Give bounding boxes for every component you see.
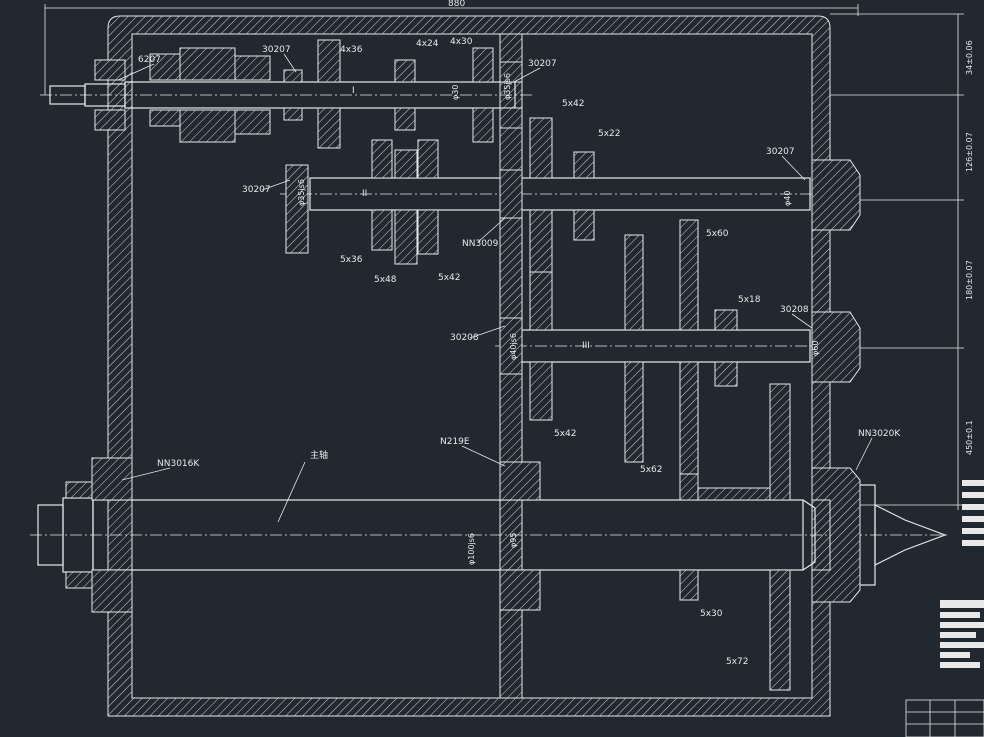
title-block <box>905 480 984 737</box>
diameter-d60-iii: φ60 <box>811 341 820 356</box>
diameter-d35-ii: φ35js6 <box>297 179 306 206</box>
gear-5x30-label: 5x30 <box>700 609 723 619</box>
bearing-30208-a-label: 30208 <box>780 305 809 315</box>
dim-label-1: 34±0.06 <box>965 40 974 75</box>
gear-5x72-label: 5x72 <box>726 657 749 667</box>
callouts: 6207 30207 4x36 4x24 4x30 30207 5x42 5x2… <box>117 37 901 667</box>
gear-5x60-label: 5x60 <box>706 229 729 239</box>
top-dimension: 880 <box>44 0 859 95</box>
gear-5x42a-label: 5x42 <box>562 99 585 109</box>
bearing-n219e-label: N219E <box>440 437 470 447</box>
shaft-iii: III φ40js6 φ60 <box>495 219 861 475</box>
shaft-i-label: I <box>352 86 355 96</box>
gear-5x48-label: 5x48 <box>374 275 397 285</box>
shaft-iii-label: III <box>582 341 590 351</box>
bearing-nn3009-label: NN3009 <box>462 239 499 249</box>
bearing-30207-a-label: 30207 <box>262 45 291 55</box>
gear-4x36-label: 4x36 <box>340 45 363 55</box>
diameter-d40-iii: φ40js6 <box>509 333 518 360</box>
diameter-d35-i: φ35js6 <box>503 73 512 100</box>
bearing-30207-c-label: 30207 <box>242 185 271 195</box>
shaft-ii-label: II <box>362 189 367 199</box>
main-spindle: 主轴 φ100js6 φ95 <box>30 383 950 691</box>
bearing-30207-d-label: 30207 <box>766 147 795 157</box>
bearing-6207-label: 6207 <box>138 55 161 65</box>
gear-4x30-label: 4x30 <box>450 37 473 47</box>
dim-label-3: 180±0.07 <box>965 260 974 300</box>
bearing-30207-b-label: 30207 <box>528 59 557 69</box>
dim-label-4: 450±0.1 <box>965 420 974 455</box>
gear-5x36-label: 5x36 <box>340 255 363 265</box>
gear-5x42c-label: 5x42 <box>554 429 577 439</box>
bearing-nn3016k-label: NN3016K <box>157 459 200 469</box>
shaft-ii: II φ35js6 φ40 <box>280 117 861 273</box>
overall-width-label: 880 <box>448 0 465 9</box>
diameter-d30-i: φ30 <box>451 85 460 100</box>
right-dimensions: 34±0.06 126±0.07 180±0.07 450±0.1 <box>830 13 974 510</box>
shaft-i: I φ30 φ35js6 <box>40 39 535 149</box>
gear-5x42b-label: 5x42 <box>438 273 461 283</box>
bearing-nn3020k-label: NN3020K <box>858 429 901 439</box>
diameter-d95-main: φ95 <box>509 533 518 548</box>
diameter-d100-main: φ100js6 <box>467 533 476 565</box>
dim-label-2: 126±0.07 <box>965 132 974 172</box>
diameter-d40-ii: φ40 <box>783 191 792 206</box>
main-spindle-label: 主轴 <box>310 449 328 461</box>
bearing-30208-b-label: 30208 <box>450 333 479 343</box>
gear-5x22-label: 5x22 <box>598 129 621 139</box>
gear-5x18-label: 5x18 <box>738 295 761 305</box>
gear-4x24-label: 4x24 <box>416 39 439 49</box>
gear-5x62-label: 5x62 <box>640 465 663 475</box>
